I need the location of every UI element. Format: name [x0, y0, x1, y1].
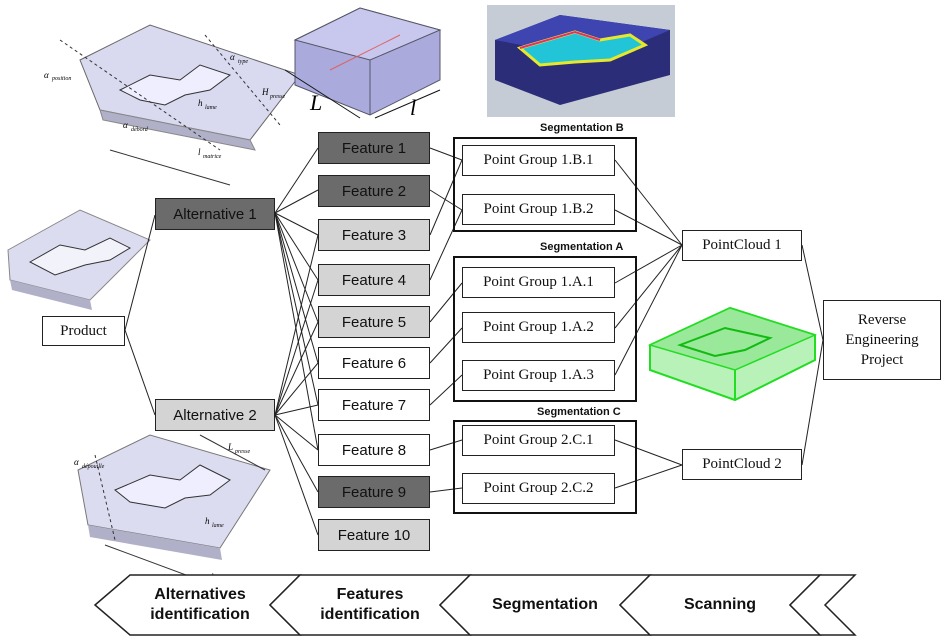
svg-text:α: α	[230, 52, 235, 62]
feature-5-box: Feature 5	[318, 306, 430, 338]
product-box: Product	[42, 316, 125, 346]
segmentation-b-label: Segmentation B	[540, 122, 624, 134]
feature-10-box: Feature 10	[318, 519, 430, 551]
connectors	[124, 147, 824, 536]
point-group-1b2: Point Group 1.B.2	[462, 194, 615, 225]
segmentation-a-frame	[453, 256, 637, 402]
point-group-1a1: Point Group 1.A.1	[462, 267, 615, 298]
stage-label-segmentation: Segmentation	[492, 596, 598, 613]
dimension-L-label: L	[309, 90, 322, 115]
feature-3-box: Feature 3	[318, 219, 430, 251]
svg-text:dépouille: dépouille	[82, 464, 105, 470]
alternative-2-box: Alternative 2	[155, 399, 275, 431]
segmentation-c-frame	[453, 420, 637, 514]
svg-text:α: α	[44, 70, 49, 80]
svg-text:l: l	[198, 147, 201, 157]
point-group-2c2: Point Group 2.C.2	[462, 473, 615, 504]
stage-label-alternatives: Alternatives identification	[150, 586, 250, 623]
block-model-image: L l	[284, 7, 442, 120]
svg-text:lame: lame	[212, 523, 224, 529]
svg-text:type: type	[238, 59, 248, 65]
point-group-1a2: Point Group 1.A.2	[462, 312, 615, 343]
feature-6-box: Feature 6	[318, 347, 430, 379]
feature-7-box: Feature 7	[318, 389, 430, 421]
point-group-2c1: Point Group 2.C.1	[462, 425, 615, 456]
segmentation-c-label: Segmentation C	[537, 406, 621, 418]
pointcloud-2-box: PointCloud 2	[682, 449, 802, 480]
svg-text:matrice: matrice	[203, 154, 222, 160]
feature-4-box: Feature 4	[318, 264, 430, 296]
svg-text:α: α	[123, 120, 128, 130]
feature-9-box: Feature 9	[318, 476, 430, 508]
reverse-engineering-box: Reverse Engineering Project	[823, 300, 941, 380]
segmentation-b-frame	[453, 137, 637, 232]
feature-1-box: Feature 1	[318, 132, 430, 164]
svg-text:h: h	[198, 98, 203, 108]
product-sketch-alt2: α dépouille L presse h lame l presse	[74, 434, 271, 596]
alternative-1-box: Alternative 1	[155, 198, 275, 230]
product-sketch-alt1: α position α type α débord h lame H pres…	[44, 24, 301, 186]
segmentation-a-label: Segmentation A	[540, 241, 624, 253]
point-group-1a3: Point Group 1.A.3	[462, 360, 615, 391]
svg-text:h: h	[205, 516, 210, 526]
point-group-1b1: Point Group 1.B.1	[462, 145, 615, 176]
svg-text:position: position	[51, 76, 71, 82]
feature-8-box: Feature 8	[318, 434, 430, 466]
dimension-l-label: l	[410, 95, 416, 120]
pointcloud-image	[647, 306, 818, 402]
feature-2-box: Feature 2	[318, 175, 430, 207]
stage-chevron-5	[788, 574, 857, 636]
svg-text:α: α	[74, 457, 79, 467]
svg-text:H: H	[261, 87, 269, 97]
svg-text:presse: presse	[269, 94, 285, 100]
svg-text:L: L	[227, 442, 233, 452]
cad-render-image	[487, 5, 675, 117]
stage-label-features: Features identification	[320, 586, 420, 623]
stage-bar	[93, 574, 857, 636]
stage-label-scanning: Scanning	[683, 596, 756, 613]
pointcloud-1-box: PointCloud 1	[682, 230, 802, 261]
svg-text:presse: presse	[234, 449, 250, 455]
product-image	[7, 209, 151, 310]
svg-text:lame: lame	[205, 105, 217, 111]
svg-text:débord: débord	[131, 127, 149, 133]
